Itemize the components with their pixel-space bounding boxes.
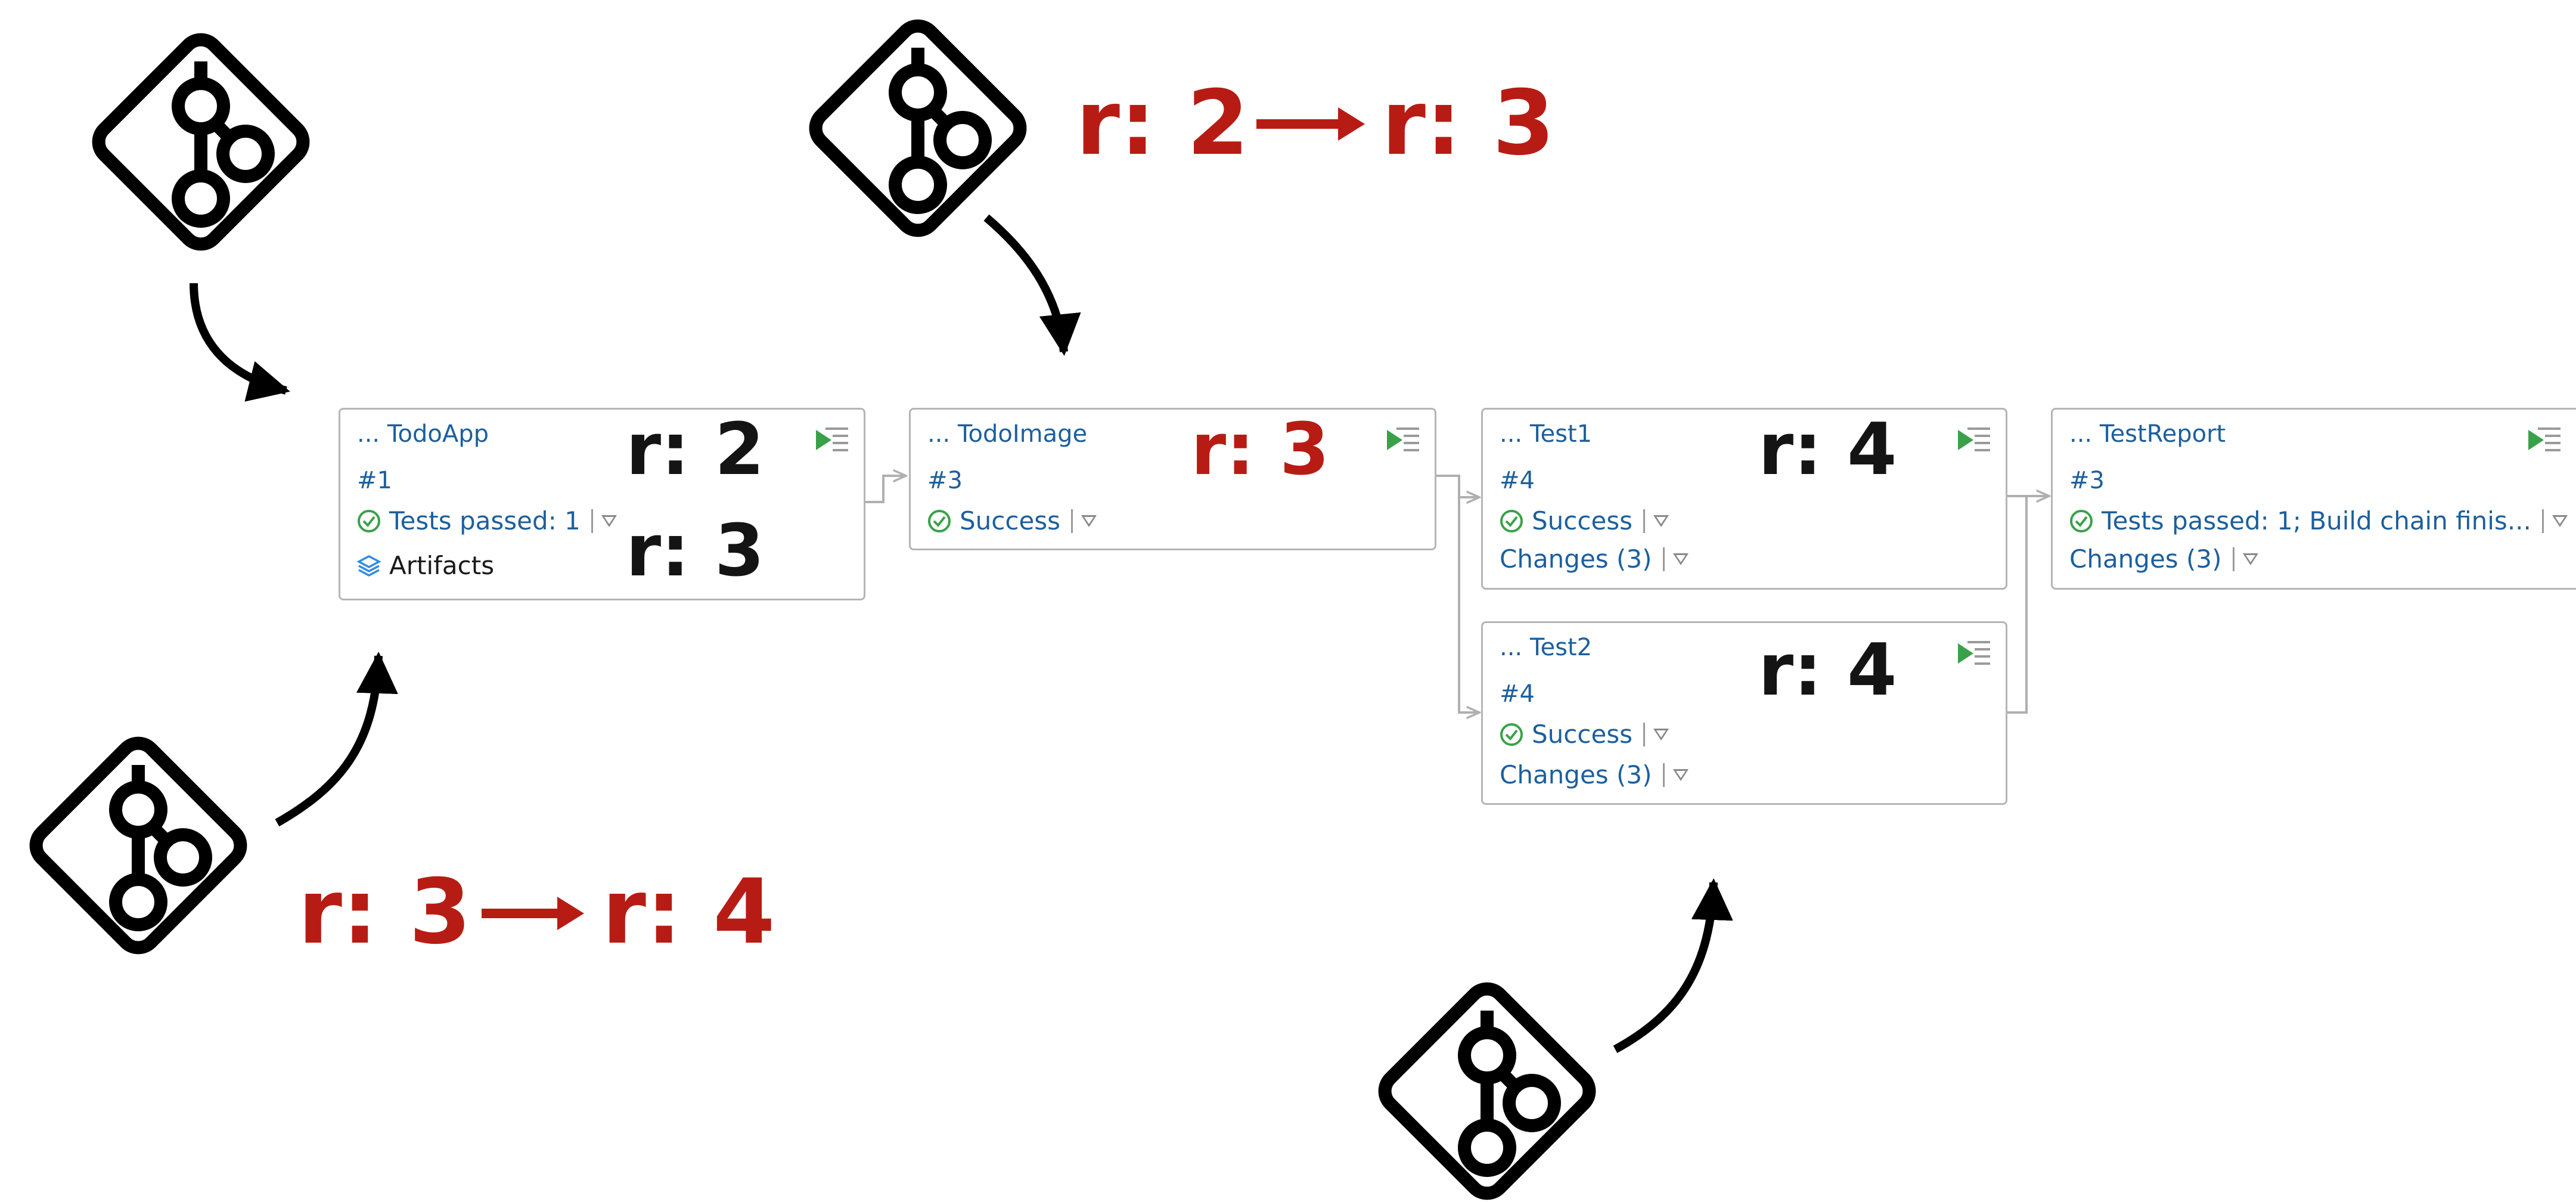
build-card-todoimage: ... TodoImage #3 Success xyxy=(909,408,1436,550)
build-name[interactable]: ... Test2 xyxy=(1500,634,1593,661)
chevron-down-icon[interactable] xyxy=(1672,769,1689,781)
commit-arrow xyxy=(983,214,1081,356)
chevron-down-icon[interactable] xyxy=(601,515,617,527)
build-card-test1: ... Test1 #4 Success Changes (3) xyxy=(1481,408,2007,590)
git-icon xyxy=(808,18,1028,238)
build-name[interactable]: ... TestReport xyxy=(2069,420,2226,448)
git-icon xyxy=(29,736,248,955)
check-circle-icon xyxy=(2070,509,2093,532)
build-status[interactable]: Tests passed: 1; Build chain finis... xyxy=(2102,506,2531,535)
revision-label: r: 3 xyxy=(298,860,471,964)
pipeline-connector xyxy=(2007,495,2028,714)
build-status-row: Success xyxy=(927,506,1097,535)
build-status[interactable]: Success xyxy=(960,506,1061,535)
layers-icon xyxy=(357,554,381,577)
run-icon[interactable] xyxy=(1957,640,1991,666)
git-icon xyxy=(1377,981,1597,1201)
changes-row: Changes (3) xyxy=(2069,544,2258,574)
build-status[interactable]: Success xyxy=(1532,720,1633,749)
chevron-down-icon[interactable] xyxy=(1653,728,1669,741)
chevron-down-icon[interactable] xyxy=(1653,515,1669,527)
check-circle-icon xyxy=(1500,723,1523,746)
revision-label: r: 4 xyxy=(1758,408,1897,491)
artifacts-link[interactable]: Artifacts xyxy=(389,551,495,580)
check-circle-icon xyxy=(928,509,951,532)
divider xyxy=(1662,547,1665,571)
commit-arrow xyxy=(275,652,398,827)
revision-label: r: 2 xyxy=(1076,72,1249,175)
divider xyxy=(1662,763,1665,787)
git-icon xyxy=(91,32,311,252)
divider xyxy=(2232,547,2234,571)
build-card-testreport: ... TestReport #3 Tests passed: 1; Build… xyxy=(2051,408,2576,590)
build-status-row: Tests passed: 1 xyxy=(357,506,617,535)
build-status-row: Success xyxy=(1500,506,1669,535)
changes-link[interactable]: Changes (3) xyxy=(1500,544,1652,574)
revision-label: r: 2 xyxy=(626,408,765,491)
build-name[interactable]: ... TodoApp xyxy=(357,420,489,448)
revision-label: r: 4 xyxy=(1758,629,1897,712)
changes-link[interactable]: Changes (3) xyxy=(1500,760,1652,789)
run-icon[interactable] xyxy=(2527,426,2562,453)
divider xyxy=(1071,509,1073,533)
run-icon[interactable] xyxy=(1386,426,1420,453)
pipeline-connector xyxy=(865,476,906,503)
pipeline-connector xyxy=(1436,475,1479,497)
divider xyxy=(1643,722,1646,746)
build-number[interactable]: #4 xyxy=(1500,467,1535,494)
commit-arrow xyxy=(1613,878,1733,1054)
build-status[interactable]: Tests passed: 1 xyxy=(389,506,581,535)
chevron-down-icon[interactable] xyxy=(1081,515,1097,527)
chevron-down-icon[interactable] xyxy=(1672,553,1689,565)
divider xyxy=(2541,509,2544,533)
build-number[interactable]: #3 xyxy=(2069,467,2105,494)
divider xyxy=(591,509,593,533)
build-status-row: Success xyxy=(1500,720,1669,749)
build-card-test2: ... Test2 #4 Success Changes (3) xyxy=(1481,621,2007,805)
arrow-right-icon xyxy=(1338,107,1365,141)
revision-label: r: 3 xyxy=(626,510,765,593)
changes-row: Changes (3) xyxy=(1500,544,1689,574)
commit-arrow xyxy=(190,283,290,402)
build-number[interactable]: #3 xyxy=(927,467,963,494)
build-card-todoapp: ... TodoApp #1 Tests passed: 1 Artifacts xyxy=(339,408,865,600)
revision-label: r: 4 xyxy=(602,860,775,964)
changes-link[interactable]: Changes (3) xyxy=(2069,544,2222,574)
chevron-down-icon[interactable] xyxy=(2552,515,2568,527)
pipeline-connector xyxy=(1458,497,1479,712)
revision-label: r: 3 xyxy=(1382,72,1555,175)
build-name[interactable]: ... Test1 xyxy=(1500,420,1593,448)
check-circle-icon xyxy=(358,509,380,532)
revision-label: r: 3 xyxy=(1191,408,1330,491)
arrow-right-icon xyxy=(557,897,584,930)
build-number[interactable]: #4 xyxy=(1500,680,1535,708)
changes-row: Changes (3) xyxy=(1500,760,1689,789)
build-number[interactable]: #1 xyxy=(357,467,392,494)
build-status-row: Tests passed: 1; Build chain finis... xyxy=(2069,506,2568,535)
run-icon[interactable] xyxy=(1957,426,1991,453)
chevron-down-icon[interactable] xyxy=(2242,553,2258,565)
artifacts-row[interactable]: Artifacts xyxy=(357,551,494,580)
build-name[interactable]: ... TodoImage xyxy=(927,420,1088,448)
build-status[interactable]: Success xyxy=(1532,506,1633,535)
check-circle-icon xyxy=(1500,509,1523,532)
run-icon[interactable] xyxy=(815,426,849,453)
divider xyxy=(1643,509,1646,533)
